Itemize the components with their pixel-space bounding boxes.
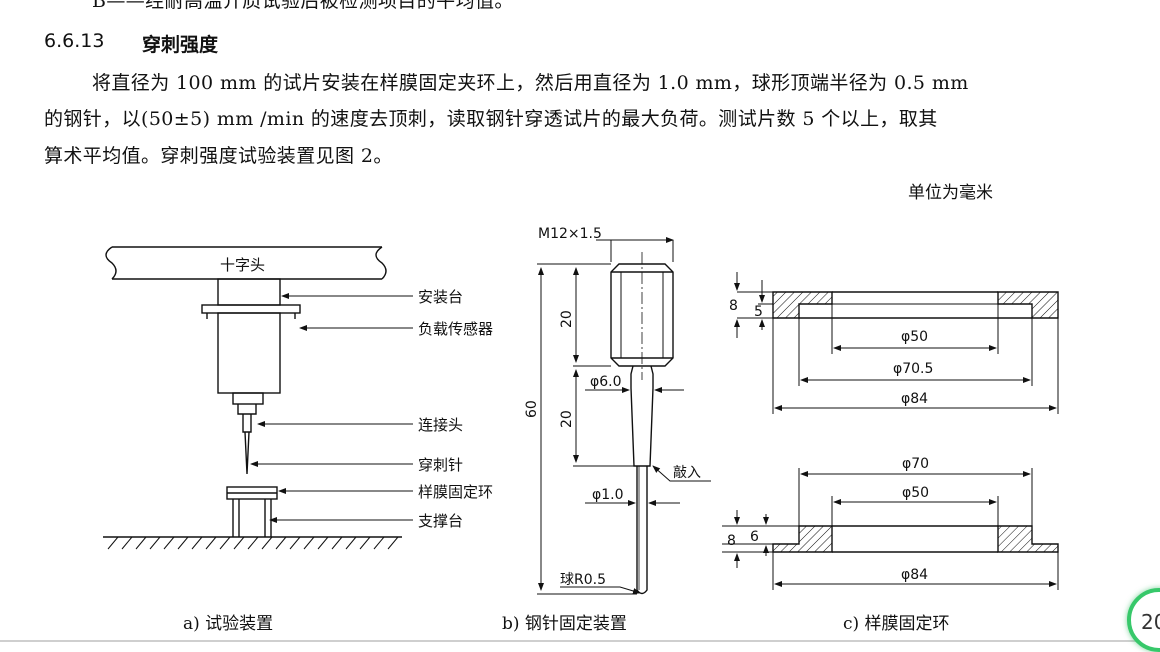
paragraph-line-2: 的钢针，以(50±5) mm /min 的速度去顶刺，读取钢针穿透试片的最大负荷… [44,108,938,130]
figure-b-needle-holder [537,237,711,595]
dim-20-mid: 20 [559,410,575,428]
press-fit-label: 敲入 [673,464,701,481]
bottom-ring-dia-70: φ70 [902,456,929,472]
unit-note: 单位为毫米 [908,183,993,203]
dia-6-label: φ6.0 [590,374,622,390]
needle-label: 穿刺针 [418,456,463,474]
top-ring-dia-84: φ84 [901,391,928,407]
figure-c-bottom-ring [722,468,1059,590]
caption-figure-a: a) 试验装置 [183,614,274,634]
figure-c-top-ring [734,272,1059,414]
load-cell-label: 负载传感器 [418,320,493,338]
dim-60: 60 [524,400,540,418]
bottom-ring-height-8: 8 [727,533,736,549]
figure-a-apparatus [103,246,413,550]
connector-label: 连接头 [418,416,463,434]
dim-20-top: 20 [559,310,575,328]
sample-ring-label: 样膜固定环 [418,483,493,501]
crosshead-label: 十字头 [220,256,265,274]
top-ring-height-5: 5 [754,304,763,320]
bottom-ring-height-6: 6 [750,529,759,545]
section-number: 6.6.13 [44,30,105,52]
mounting-table-label: 安装台 [418,288,463,306]
thread-spec-label: M12×1.5 [538,226,602,242]
section-title: 穿刺强度 [142,34,219,56]
support-table-label: 支撑台 [418,512,463,530]
top-ring-dia-70-5: φ70.5 [893,361,933,377]
caption-figure-c: c) 样膜固定环 [843,614,950,634]
page-number: 20 [1141,610,1160,634]
dia-1-label: φ1.0 [592,487,624,503]
ball-radius-label: 球R0.5 [560,572,606,588]
page-bottom-rule [0,640,1160,642]
top-ring-height-8: 8 [729,298,738,314]
paragraph-line-3: 算术平均值。穿刺强度试验装置见图 2。 [44,145,393,167]
previous-text-line: B——经耐高温介质试验后被检测项目的平均值。 [92,0,514,12]
paragraph-line-1: 将直径为 100 mm 的试片安装在样膜固定夹环上，然后用直径为 1.0 mm，… [92,72,969,94]
bottom-ring-dia-50: φ50 [902,485,929,501]
caption-figure-b: b) 钢针固定装置 [502,614,627,634]
top-ring-dia-50: φ50 [901,329,928,345]
bottom-ring-dia-84: φ84 [901,567,928,583]
